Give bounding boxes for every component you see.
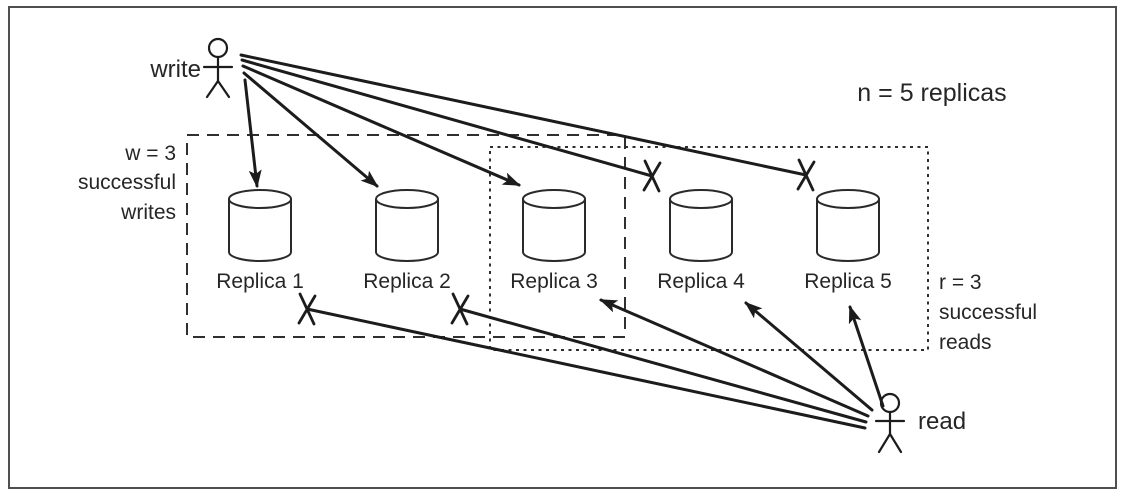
write-arrow-replica-4-failed <box>240 58 654 178</box>
database-icon-top <box>816 189 880 209</box>
replica-label: Replica 1 <box>216 270 304 293</box>
write-arrow-replica-5-failed <box>239 53 808 177</box>
read-quorum-line2: successful <box>939 301 1037 324</box>
write-quorum-label: w = 3 successful writes <box>78 142 176 224</box>
write-actor: write <box>149 37 234 99</box>
database-icon-top <box>375 189 439 209</box>
database-icon-top <box>669 189 733 209</box>
read-arrow-replica-3 <box>599 298 870 418</box>
database-icon <box>816 199 880 262</box>
write-arrow-replica-1 <box>243 78 262 188</box>
replica-4: Replica 4 <box>657 189 745 293</box>
replica-label: Replica 5 <box>804 270 892 293</box>
replica-label: Replica 2 <box>363 270 451 293</box>
write-quorum-line3: writes <box>120 201 176 224</box>
read-arrow-replica-2-failed <box>458 307 868 424</box>
database-icon <box>228 199 292 262</box>
database-icon-top <box>228 189 292 209</box>
failed-write-x-replica-5 <box>796 158 816 192</box>
replica-count-label: n = 5 replicas <box>857 79 1006 107</box>
replica-3: Replica 3 <box>510 189 598 293</box>
failed-write-x-replica-4 <box>642 159 662 193</box>
write-arrow-replica-2 <box>242 71 379 188</box>
database-icon <box>522 199 586 262</box>
read-arrow-replica-5 <box>848 305 885 408</box>
read-quorum-line1: r = 3 <box>939 271 982 294</box>
read-quorum-label: r = 3 successful reads <box>939 271 1037 354</box>
failed-read-x-replica-1 <box>297 292 317 326</box>
read-quorum-box <box>489 146 929 351</box>
replica-label: Replica 4 <box>657 270 745 293</box>
failed-read-x-replica-2 <box>450 292 470 326</box>
replica-label: Replica 3 <box>510 270 598 293</box>
replica-5: Replica 5 <box>804 189 892 293</box>
write-quorum-line1: w = 3 <box>124 142 176 165</box>
database-icon-top <box>522 189 586 209</box>
write-actor-label: write <box>149 56 201 83</box>
replica-1: Replica 1 <box>216 189 304 293</box>
figure-border <box>8 6 1117 489</box>
database-icon <box>375 199 439 262</box>
read-actor: read <box>874 392 966 454</box>
replica-2: Replica 2 <box>363 189 451 293</box>
read-actor-label: read <box>918 408 966 435</box>
write-arrow-replica-3 <box>241 64 521 187</box>
write-quorum-line2: successful <box>78 171 176 194</box>
read-arrow-replica-4 <box>744 301 874 412</box>
read-stick-figure-icon <box>874 392 906 454</box>
read-quorum-line3: reads <box>939 331 992 354</box>
write-stick-figure-icon <box>202 37 234 99</box>
read-arrow-replica-1-failed <box>305 307 867 430</box>
database-icon <box>669 199 733 262</box>
